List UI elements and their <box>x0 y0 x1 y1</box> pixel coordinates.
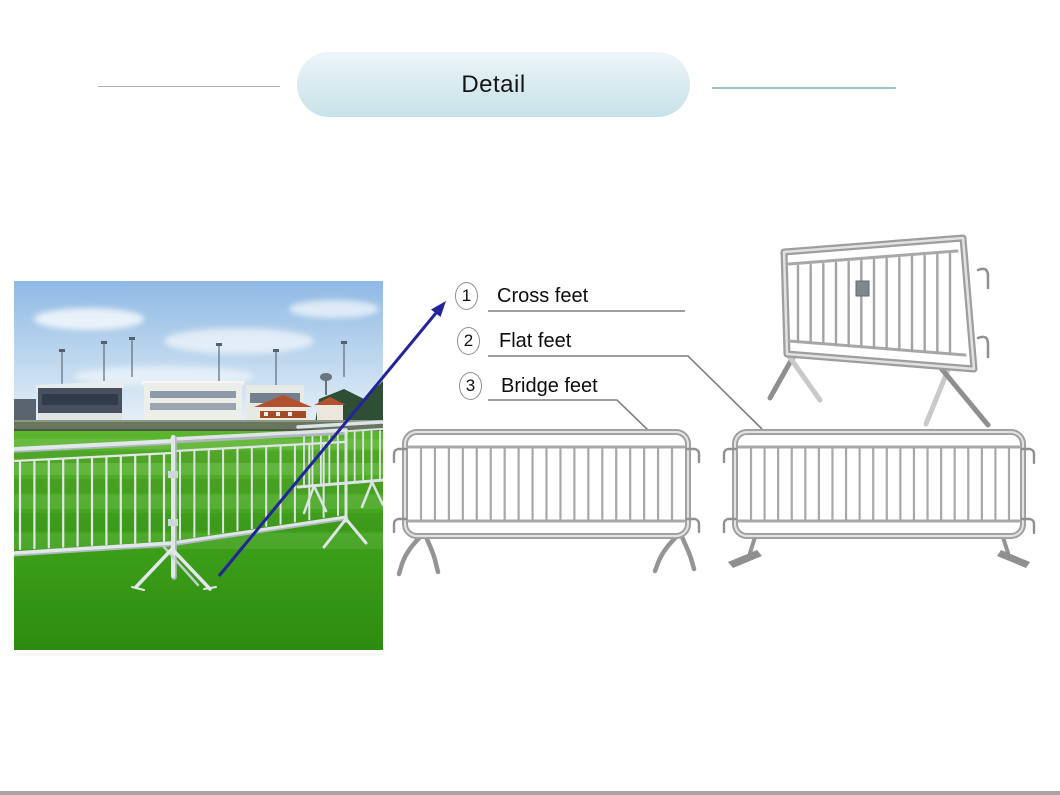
barrier-name-plate <box>855 280 870 297</box>
label-number-circle: 1 <box>455 282 478 310</box>
left-divider-line <box>98 86 280 87</box>
label-number-circle: 2 <box>457 327 480 355</box>
hook-icon <box>1020 517 1036 535</box>
barrier-flat-feet <box>722 429 1036 568</box>
product-photo <box>14 281 383 650</box>
hook-icon <box>722 517 738 534</box>
label-bridge-feet: 3 Bridge feet <box>459 372 598 400</box>
hook-icon <box>976 267 990 290</box>
photo-scene <box>14 281 383 650</box>
hook-icon <box>392 447 408 464</box>
hook-icon <box>976 335 990 359</box>
label-text: Cross feet <box>497 284 589 307</box>
hook-icon <box>722 447 738 464</box>
perimeter-wall <box>14 420 383 431</box>
hook-icon <box>685 447 701 464</box>
leader-line-bridge-feet <box>488 399 651 433</box>
barrier-cross-feet <box>767 234 991 428</box>
label-text: Flat feet <box>499 329 572 352</box>
barrier-bridge-feet <box>392 429 701 577</box>
section-title: Detail <box>461 70 526 98</box>
hook-icon <box>685 517 701 534</box>
hook-icon <box>392 517 408 534</box>
label-flat-feet: 2 Flat feet <box>457 327 571 355</box>
detail-section-pill: Detail <box>297 52 690 117</box>
label-cross-feet: 1 Cross feet <box>455 282 588 310</box>
bottom-bar <box>0 791 1060 795</box>
label-text: Bridge feet <box>501 374 598 397</box>
right-divider-line <box>712 87 896 89</box>
label-number-circle: 3 <box>459 372 482 400</box>
hook-icon <box>1020 447 1036 465</box>
